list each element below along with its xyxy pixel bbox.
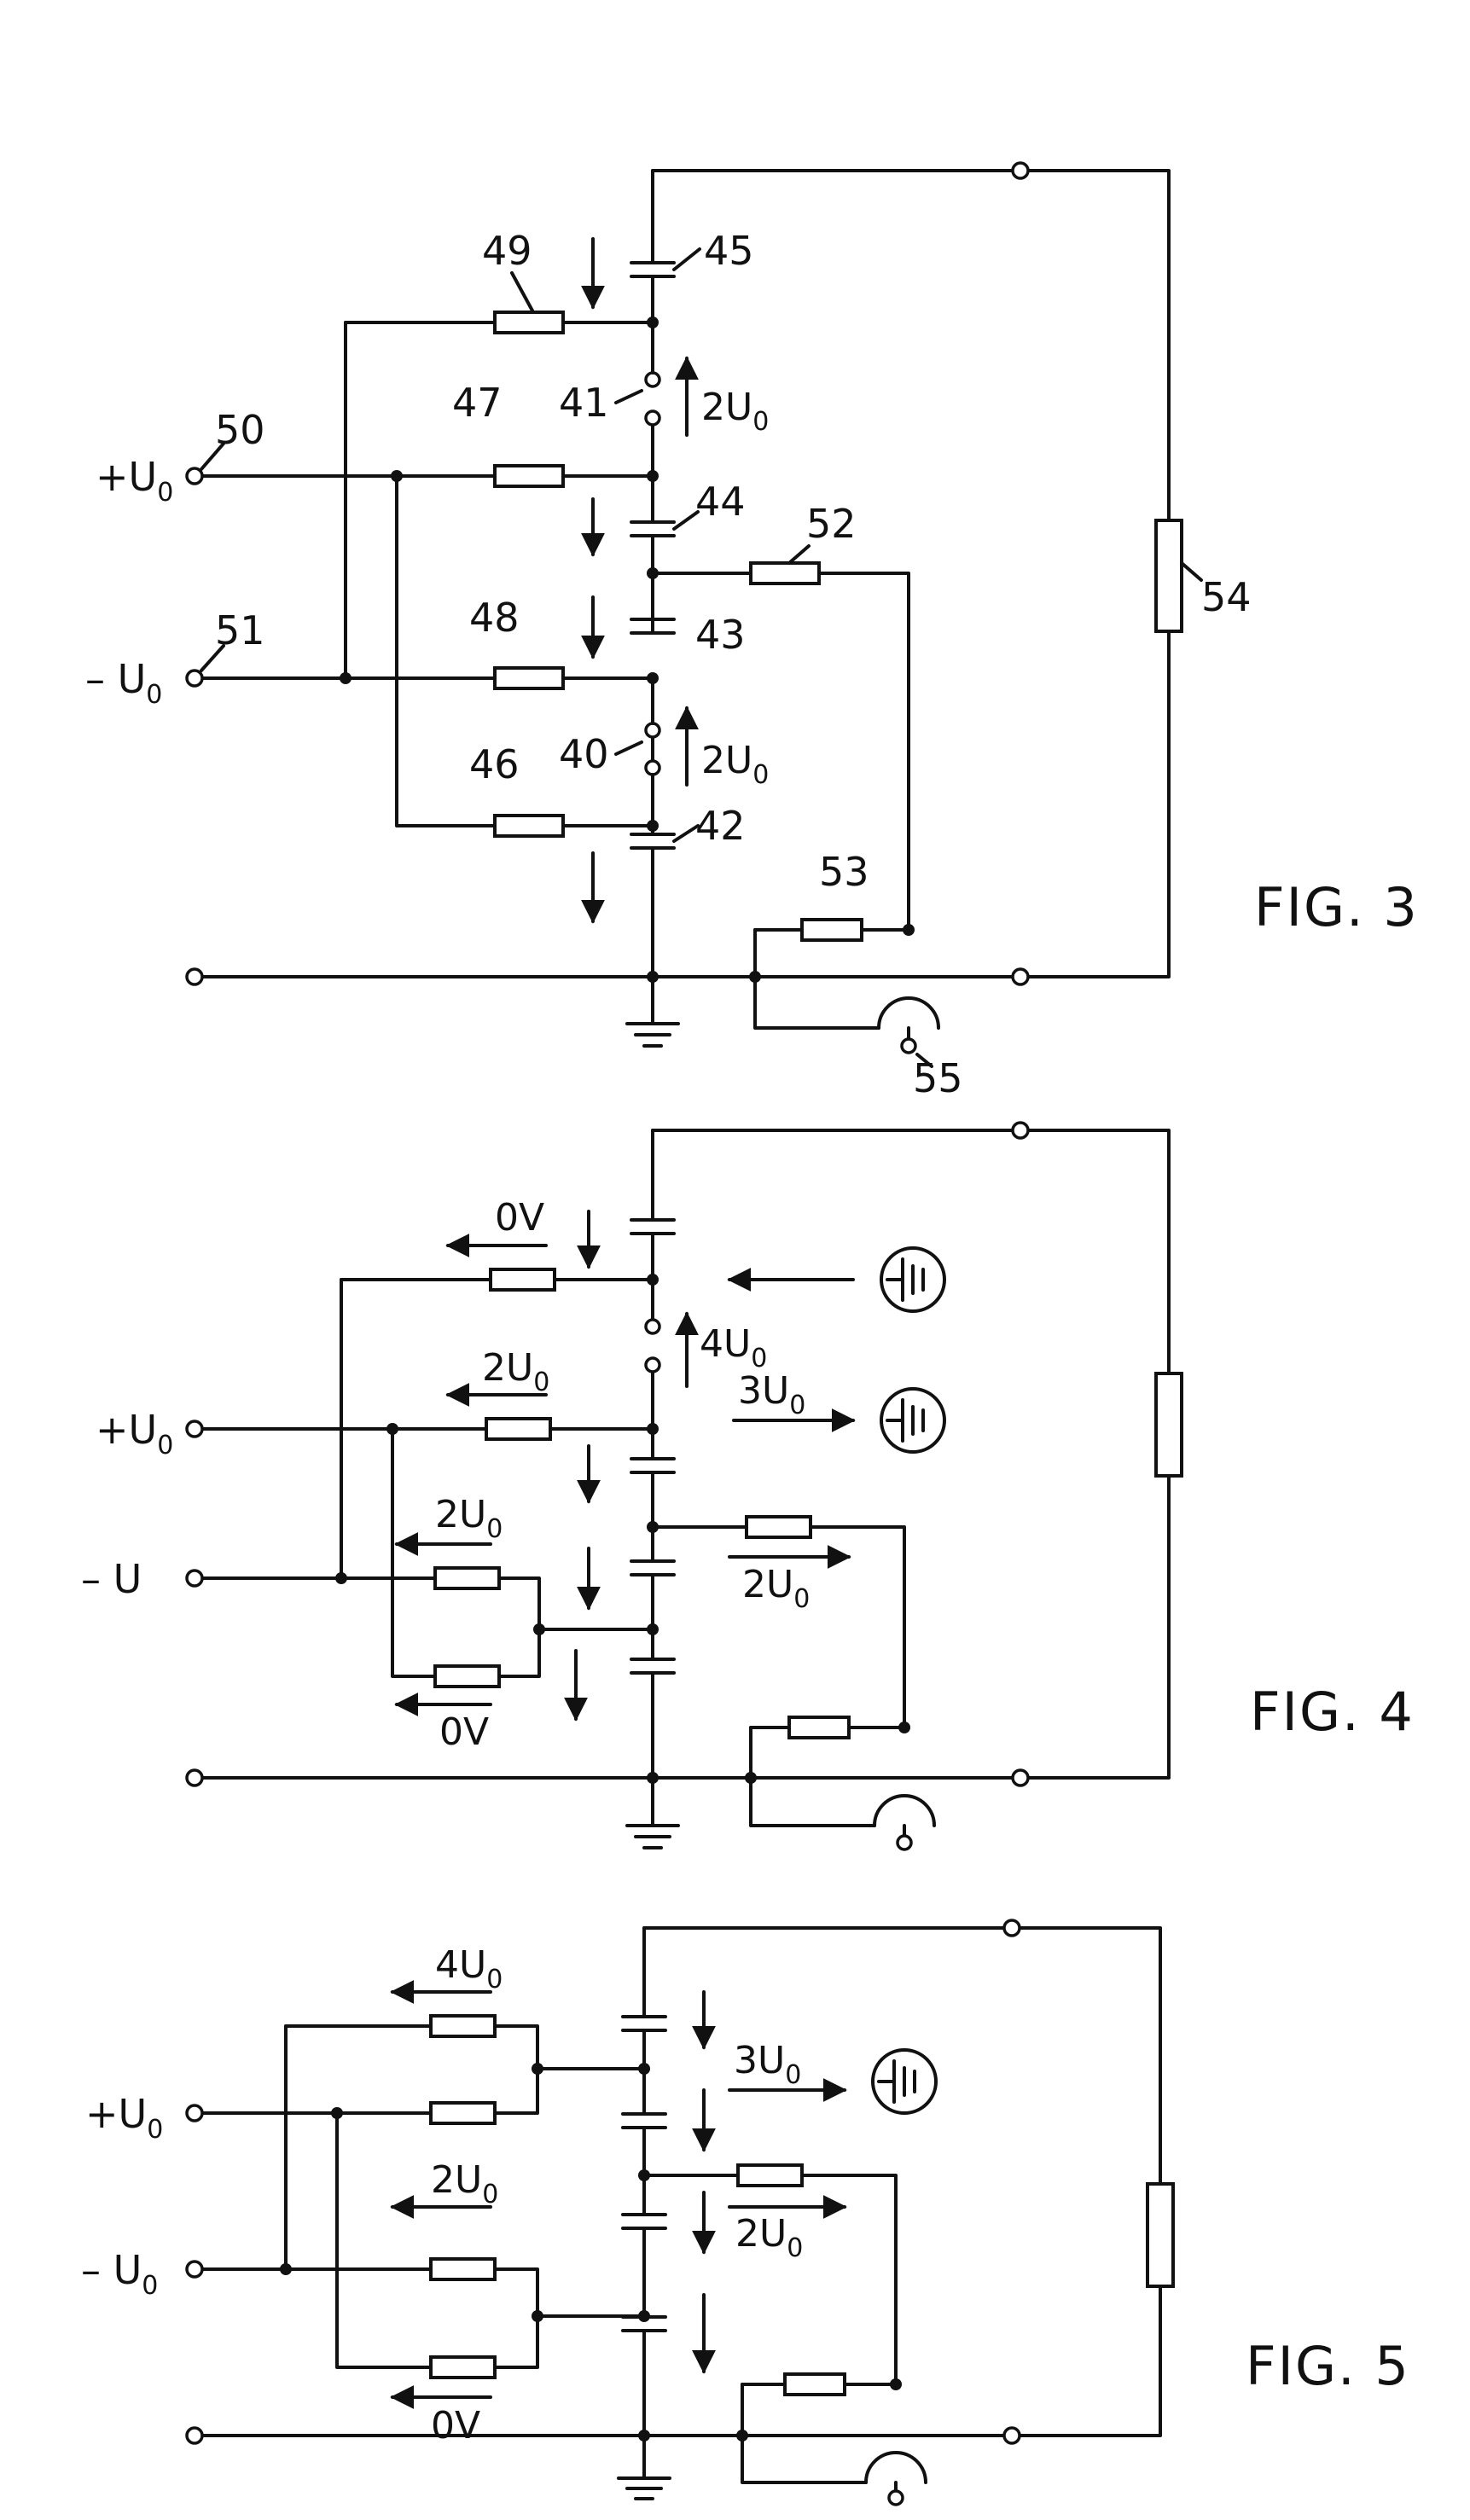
fig5-resistor-load <box>1148 2184 1173 2286</box>
figure-5: 4U0 2U0 0V 3U0 2U0 +U0 – U0 FIG. 5 <box>81 1920 1410 2505</box>
capacitor-44 <box>631 522 674 536</box>
fig5-label-right-resistor: 2U0 <box>735 2212 803 2263</box>
fig4-terminal-plus <box>187 1421 202 1437</box>
fig5-terminal-loop <box>889 2491 903 2505</box>
fig5-label-bottom-resistor: 0V <box>431 2404 480 2447</box>
fig3-leaders <box>201 249 1201 1066</box>
fig4-resistor-bottom <box>435 1666 499 1687</box>
capacitor-45 <box>631 263 674 276</box>
label-2u0-lower: 2U0 <box>701 739 769 790</box>
label-minus-u0: – U0 <box>85 656 162 710</box>
fig4-label-bottom-resistor: 0V <box>439 1710 489 1754</box>
fig5-terminal-bottom-right <box>1004 2428 1020 2443</box>
capacitor-42 <box>631 834 674 848</box>
fig5-label-mid-resistor: 2U0 <box>431 2158 498 2209</box>
fig4-arrows <box>397 1211 853 1719</box>
ref-44: 44 <box>695 479 746 525</box>
ref-46: 46 <box>469 741 520 787</box>
resistor-49 <box>495 312 563 333</box>
terminal-plus <box>187 468 202 484</box>
ref-43: 43 <box>695 612 746 658</box>
fig5-resistor-right <box>738 2165 802 2186</box>
fig3-wiring <box>201 171 1169 1041</box>
fig4-resistor-loop <box>789 1717 849 1738</box>
ref-42: 42 <box>695 803 746 849</box>
ref-47: 47 <box>452 380 503 426</box>
fig5-ground-symbol <box>619 2478 670 2499</box>
ref-53: 53 <box>819 849 869 895</box>
fig5-resistor-minus <box>431 2259 495 2279</box>
fig4-resistor-plus <box>486 1419 550 1439</box>
fig5-source-symbol <box>873 2050 936 2113</box>
fig5-terminal-plus <box>187 2105 202 2121</box>
ref-54: 54 <box>1201 574 1252 620</box>
fig4-wiring <box>201 1130 1169 1838</box>
fig4-label-plus-resistor: 2U0 <box>482 1346 549 1397</box>
resistor-47 <box>495 466 563 486</box>
fig5-wiring <box>201 1928 1160 2493</box>
resistor-54 <box>1156 520 1182 631</box>
ref-40: 40 <box>559 731 609 777</box>
switch-41 <box>646 324 659 425</box>
fig4-caption: FIG. 4 <box>1250 1681 1415 1743</box>
resistor-48 <box>495 668 563 688</box>
terminal-bottom-left <box>187 969 202 984</box>
ref-49: 49 <box>482 228 532 274</box>
fig4-label-top-resistor: 0V <box>495 1196 544 1240</box>
fig4-terminal-top-right <box>1013 1123 1028 1138</box>
fig4-source-symbol-lower <box>881 1389 944 1452</box>
fig5-terminal-bottom-left <box>187 2428 202 2443</box>
fig4-terminal-minus <box>187 1571 202 1586</box>
ref-41: 41 <box>559 380 609 426</box>
fig4-resistor-load <box>1156 1373 1182 1476</box>
fig4-label-right-resistor: 2U0 <box>742 1563 810 1614</box>
ref-45: 45 <box>704 228 754 274</box>
fig4-label-minus-u: – U <box>81 1556 142 1602</box>
fig4-label-switch: 4U0 <box>700 1322 767 1373</box>
fig4-label-plus-u0: +U0 <box>96 1407 173 1460</box>
fig5-terminal-top-right <box>1004 1920 1020 1936</box>
figure-3: 49 45 41 47 50 44 52 54 51 48 43 40 46 4… <box>85 163 1419 1101</box>
fig5-resistor-loop <box>785 2374 845 2395</box>
resistor-52 <box>751 563 819 584</box>
fig4-label-source: 3U0 <box>738 1369 805 1420</box>
fig4-resistor-right <box>747 1517 811 1537</box>
fig5-resistor-plus <box>431 2103 495 2123</box>
ref-48: 48 <box>469 595 520 641</box>
fig4-label-minus-resistor: 2U0 <box>435 1493 503 1544</box>
resistor-46 <box>495 816 563 836</box>
figure-4: 0V 2U0 2U0 0V 4U0 3U0 2U0 +U0 – U FIG. 4 <box>81 1123 1415 1849</box>
fig3-arrows <box>593 239 687 921</box>
terminal-top-right <box>1013 163 1028 178</box>
fig5-label-top-resistor: 4U0 <box>435 1943 503 1995</box>
fig4-source-symbol-upper <box>881 1248 944 1311</box>
fig5-label-plus-u0: +U0 <box>85 2091 163 2145</box>
fig5-caption: FIG. 5 <box>1246 2335 1410 2397</box>
fig4-terminal-loop <box>898 1836 911 1849</box>
fig5-label-source: 3U0 <box>734 2039 801 2090</box>
ref-51: 51 <box>215 607 265 653</box>
fig4-switch <box>646 1320 659 1372</box>
fig4-terminal-bottom-left <box>187 1770 202 1785</box>
ref-50: 50 <box>215 407 265 453</box>
fig5-resistor-top <box>431 2016 495 2036</box>
fig4-ground-symbol <box>627 1826 678 1848</box>
fig5-resistor-bottom <box>431 2357 495 2378</box>
fig4-terminal-bottom-right <box>1013 1770 1028 1785</box>
fig4-resistor-top <box>491 1269 555 1290</box>
terminal-bottom-right <box>1013 969 1028 984</box>
fig3-caption: FIG. 3 <box>1254 876 1419 938</box>
resistor-53 <box>802 920 862 940</box>
label-plus-u0: +U0 <box>96 454 173 508</box>
ref-55: 55 <box>913 1055 963 1101</box>
ref-52: 52 <box>806 501 857 547</box>
terminal-minus <box>187 671 202 686</box>
fig5-terminal-minus <box>187 2262 202 2277</box>
label-2u0-upper: 2U0 <box>701 386 769 437</box>
fig5-label-minus-u0: – U0 <box>81 2247 158 2301</box>
terminal-55 <box>902 1039 915 1053</box>
fig4-resistor-minus <box>435 1568 499 1588</box>
ground-symbol <box>627 1024 678 1046</box>
